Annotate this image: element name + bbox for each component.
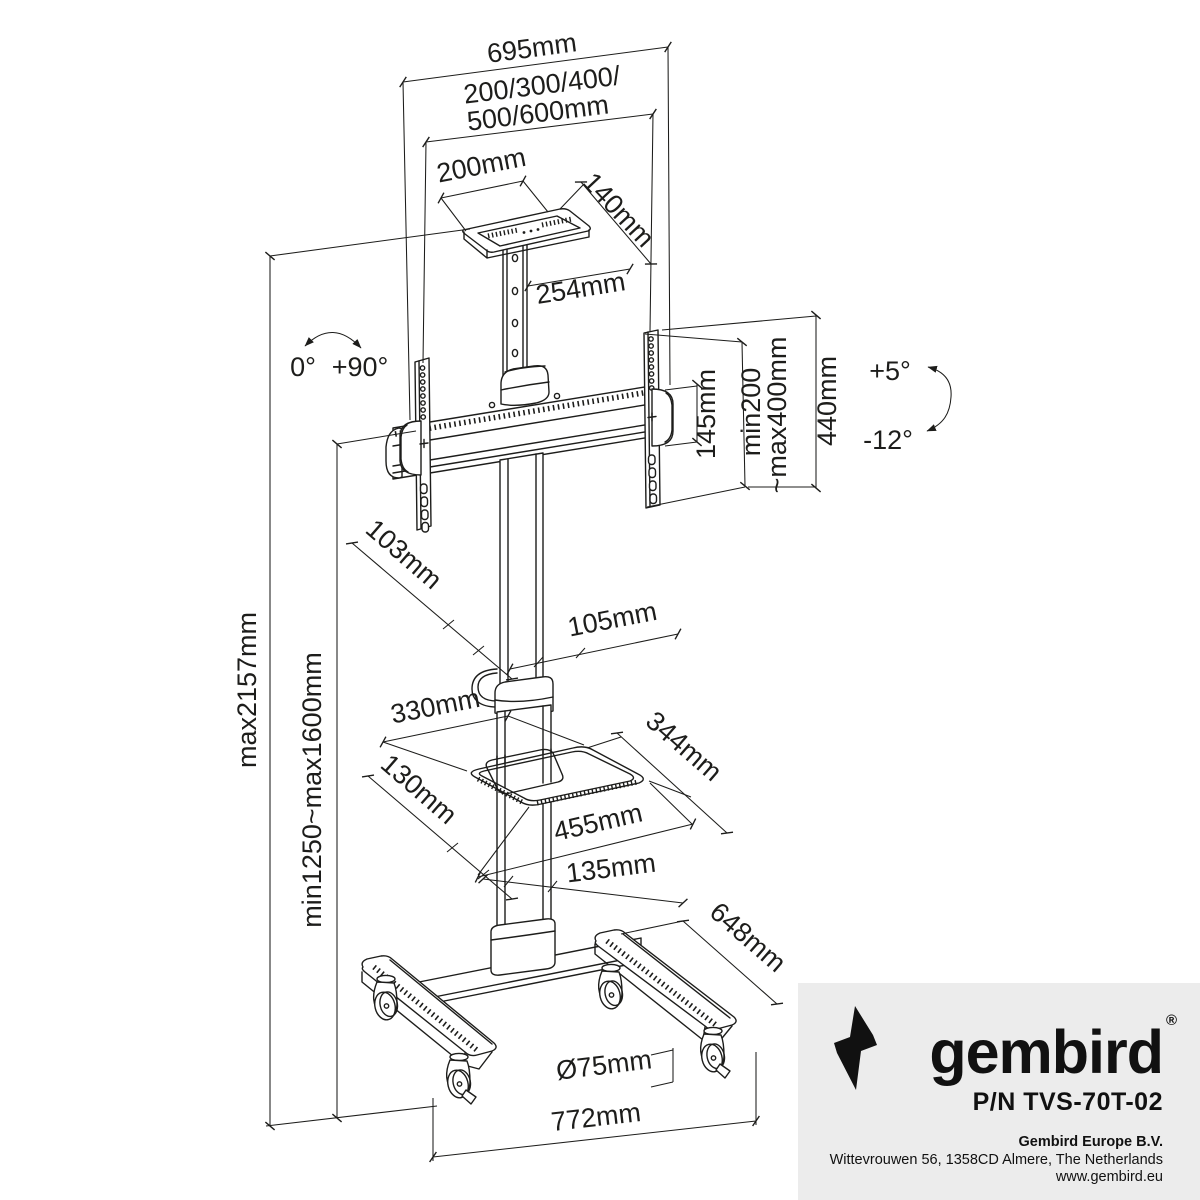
dim-tray-width-ext — [382, 715, 585, 772]
dim-base-width-label: 772mm — [550, 1097, 643, 1137]
dim-base-width-line — [429, 1115, 760, 1163]
dim-upper-column-depth-ticks — [442, 619, 485, 656]
company-name: Gembird Europe B.V. — [1019, 1134, 1164, 1150]
caster-front-right-brake — [715, 1063, 731, 1079]
rail-right-cross-mark — [647, 412, 657, 422]
dimension-labels: 695mm 200/300/400/ 500/600mm 200mm 140mm… — [232, 27, 913, 1137]
tilt-arc — [926, 365, 952, 432]
dim-bracket-height-ext — [661, 315, 817, 488]
dim-overall-width-line — [399, 41, 672, 88]
dim-upper-column-depth-line — [345, 541, 519, 681]
dim-caster-diameter-label: Ø75mm — [554, 1044, 653, 1085]
swivel-max-label: +90° — [332, 352, 389, 382]
dim-vesa-height-label-1: min200 — [736, 368, 766, 457]
caster-front-left-brake — [461, 1089, 477, 1105]
dim-overall-height-ext — [269, 228, 471, 257]
dim-shelf-width-label: 200mm — [434, 142, 528, 189]
vesa-rail-left — [399, 357, 432, 533]
part-number: P/N TVS-70T-02 — [973, 1088, 1163, 1116]
dim-tray-depth-ext — [586, 736, 692, 798]
dim-overall-height-label: max2157mm — [232, 612, 262, 768]
dim-base-depth-line — [676, 919, 784, 1006]
tray-column-cutout — [485, 748, 564, 795]
shelf-vent-slots-right — [541, 216, 573, 228]
vesa-rail-right — [643, 329, 674, 509]
dim-lower-column-width-ticks — [503, 875, 558, 893]
rail-right-handle — [651, 388, 674, 447]
dim-shelf-depth-ext — [559, 184, 584, 210]
caster-back-right — [596, 963, 626, 1012]
dimension-lines — [264, 41, 952, 1163]
dim-base-depth-ext — [620, 920, 684, 935]
shelf-vent-slots-left — [487, 227, 519, 239]
dim-vesa-width-line — [422, 108, 657, 148]
column-through-tray — [496, 748, 552, 790]
registered-mark: ® — [1166, 1012, 1177, 1029]
company-website: www.gembird.eu — [1055, 1169, 1163, 1185]
upper-column — [499, 452, 544, 695]
swivel-min-label: 0° — [290, 352, 316, 382]
dim-overall-width-ext — [402, 46, 671, 421]
top-shelf-riser — [502, 242, 528, 379]
tilt-down-label: -12° — [863, 425, 913, 455]
dim-upper-column-width-ticks — [533, 647, 586, 668]
column-base-socket — [490, 918, 556, 976]
rail-left-handle — [399, 420, 422, 476]
dim-vesa-height-line — [736, 337, 751, 491]
dim-tray-depth-label: 344mm — [640, 705, 728, 787]
dim-upper-column-depth-label: 103mm — [360, 513, 448, 595]
dim-bracket-handle-label: 145mm — [691, 369, 721, 459]
dim-vesa-height-ext — [644, 333, 746, 508]
dim-shelf-depth-label: 140mm — [577, 167, 660, 253]
riser-clamp — [488, 365, 561, 409]
dim-shelf-width-line — [437, 175, 527, 204]
stand-structure — [361, 208, 737, 1105]
gembird-logo-icon — [834, 1006, 877, 1090]
dim-caster-bracket — [650, 1048, 674, 1088]
dim-lower-column-depth-label: 130mm — [375, 748, 463, 830]
dim-lower-column-width-label: 135mm — [564, 848, 657, 889]
dim-bracket-handle-bracket — [664, 385, 698, 447]
dim-overall-width-label: 695mm — [485, 27, 578, 68]
dim-shelf-depth-line — [574, 181, 658, 265]
company-address: Wittevrouwen 56, 1358CD Almere, The Neth… — [830, 1152, 1163, 1168]
dim-tray-width-line — [379, 710, 512, 748]
dim-mount-height-label: min1250~max1600mm — [297, 652, 327, 927]
swivel-arc — [304, 332, 362, 349]
dim-riser-height-line — [524, 263, 634, 292]
dim-shelf-width-ext — [440, 180, 549, 232]
brand-wordmark: gembird — [929, 1018, 1163, 1086]
dim-upper-column-width-label: 105mm — [565, 596, 659, 643]
dim-riser-height-label: 254mm — [534, 266, 628, 310]
dim-base-depth-label: 648mm — [704, 896, 792, 978]
rail-left-cross-mark — [419, 438, 429, 449]
lower-column — [496, 704, 552, 929]
dim-lower-column-width-line — [478, 874, 688, 908]
dim-tray-width-label: 330mm — [388, 683, 482, 730]
dim-vesa-height-label-2: ~max400mm — [762, 337, 792, 494]
brand-panel — [798, 983, 1200, 1200]
brand-block: gembird ® P/N TVS-70T-02 Gembird Europe … — [798, 983, 1200, 1200]
leg-left-hatch — [372, 964, 480, 1054]
dim-bracket-height-label: 440mm — [812, 356, 842, 446]
ground-baseline — [265, 1105, 438, 1127]
dim-base-width-ext — [432, 1052, 757, 1161]
tv-crossbar — [385, 384, 658, 480]
dim-tray-depth-line — [610, 731, 734, 835]
dim-mount-height-ext — [336, 430, 417, 445]
tilt-up-label: +5° — [869, 356, 911, 386]
